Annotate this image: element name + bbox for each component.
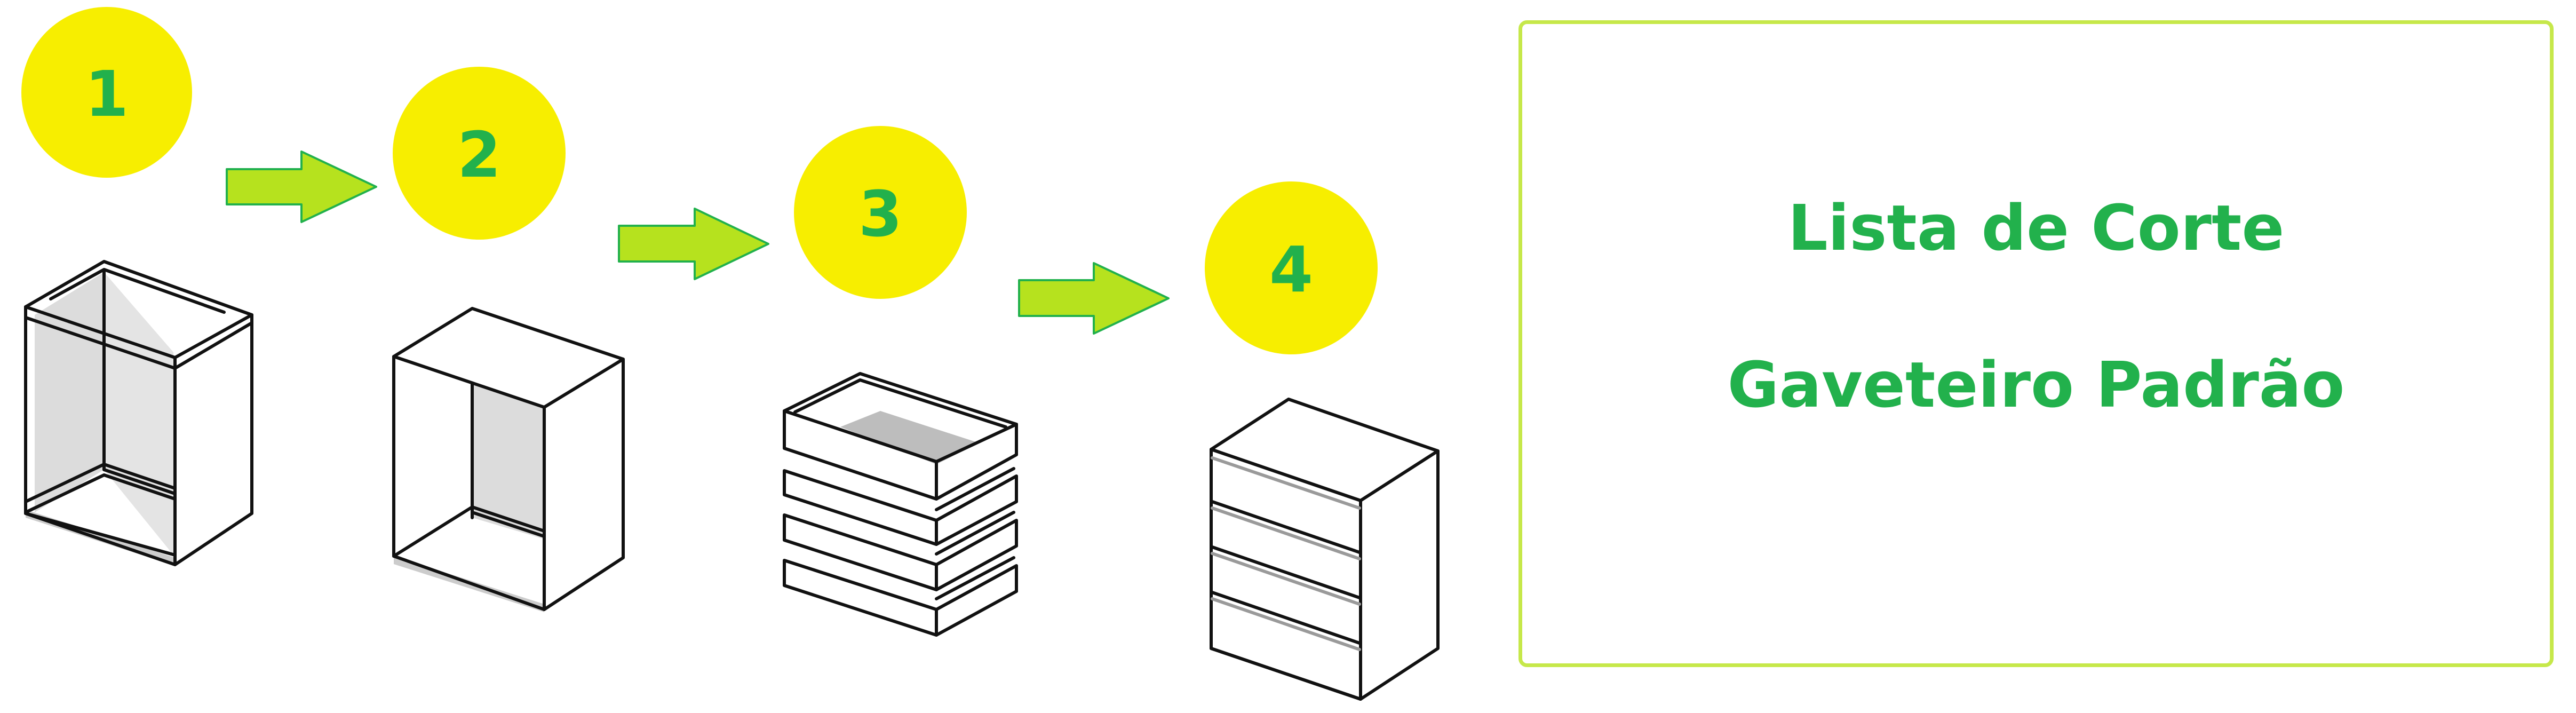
right-arrow-icon	[226, 150, 377, 223]
info-panel: Lista de Corte Gaveteiro Padrão	[1518, 20, 2554, 667]
right-arrow-icon	[1018, 262, 1170, 335]
step-1-number: 1	[85, 57, 129, 131]
info-title: Lista de Corte	[1787, 191, 2285, 265]
finished-chest-of-drawers-icon	[1210, 398, 1440, 701]
step-2-number: 2	[457, 118, 501, 192]
step-3-number: 3	[858, 177, 902, 251]
cabinet-carcass-open-icon	[392, 307, 625, 612]
stacked-drawer-boxes-icon	[783, 372, 1018, 637]
step-4-number: 4	[1269, 233, 1313, 306]
right-arrow-icon	[618, 208, 769, 280]
step-1-badge: 1	[21, 7, 192, 178]
info-subtitle: Gaveteiro Padrão	[1727, 348, 2345, 422]
step-2-badge: 2	[393, 67, 566, 240]
step-4-badge: 4	[1205, 181, 1378, 354]
cabinet-carcass-with-top-and-back-icon	[24, 260, 253, 566]
step-3-badge: 3	[794, 126, 967, 299]
